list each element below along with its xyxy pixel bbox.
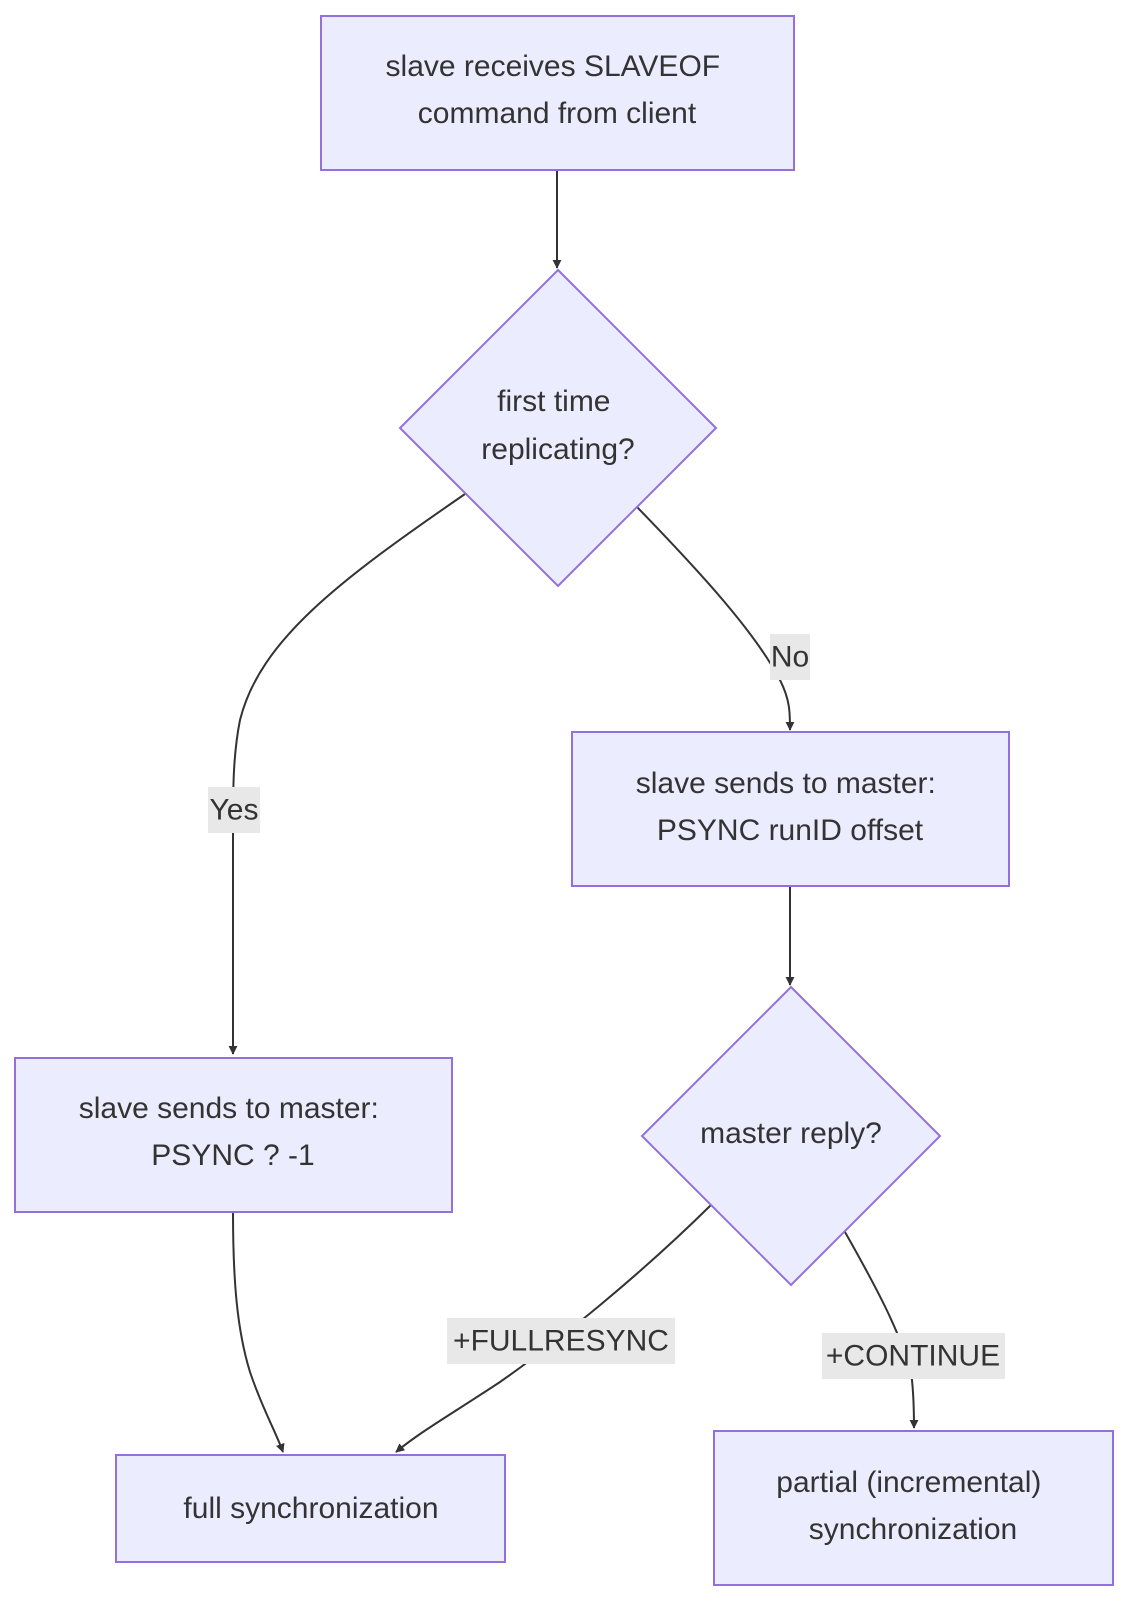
decision-master-reply-line-1: master reply? [700, 1117, 882, 1150]
svg-text:partial (incremental): partial (incremental) synchronization [776, 1466, 1049, 1546]
edge-psync-full-to-full-sync [232, 1211, 285, 1453]
node-psync-full-line-1: slave sends to master: [79, 1092, 379, 1125]
edge-label-fullresync-text: +FULLRESYNC [453, 1325, 669, 1358]
edge-label-yes-text: Yes [210, 794, 259, 827]
node-psync-full-line-2: PSYNC ? -1 [151, 1139, 314, 1172]
node-partial-sync-line-2: synchronization [809, 1513, 1017, 1546]
node-start-line-2: command from client [418, 97, 697, 130]
nodes: slave receives SLAVEOF command from clie… [14, 15, 1114, 1586]
edge-yes [228, 493, 466, 1055]
svg-text:slave receives SLAVEOF: slave receives SLAVEOF command from clie… [386, 50, 729, 130]
edge-fullresync [395, 1204, 712, 1453]
node-partial-sync-line-1: partial (incremental) [776, 1466, 1041, 1499]
edge-label-continue-text: +CONTINUE [826, 1340, 1000, 1373]
node-psync-partial-line-1: slave sends to master: [636, 767, 936, 800]
edge-label-no: No [770, 634, 810, 680]
edge-label-fullresync: +FULLRESYNC [447, 1318, 675, 1364]
decision-first-time: first time replicating? [398, 268, 718, 588]
edge-labels: Yes No +FULLRESYNC +CONTINUE [208, 634, 1005, 1379]
node-psync-partial-line-2: PSYNC runID offset [657, 814, 924, 847]
svg-text:slave sends to master:: slave sends to master: PSYNC ? -1 [79, 1092, 387, 1172]
edge-label-yes: Yes [208, 787, 260, 833]
node-psync-partial: slave sends to master: PSYNC runID offse… [571, 731, 1010, 887]
node-partial-sync: partial (incremental) synchronization [713, 1430, 1114, 1586]
svg-text:master reply?: master reply? [700, 1117, 882, 1150]
svg-text:first time replicating: first time replicating? [481, 385, 634, 466]
node-psync-full: slave sends to master: PSYNC ? -1 [14, 1057, 453, 1213]
node-full-sync-line-1: full synchronization [183, 1492, 438, 1525]
decision-first-time-line-2: replicating? [481, 433, 634, 466]
edge-continue [844, 1231, 919, 1429]
node-start-line-1: slave receives SLAVEOF [386, 50, 721, 83]
decision-master-reply: master reply? [640, 985, 942, 1287]
decision-first-time-line-1: first time [497, 385, 610, 418]
edge-no [636, 506, 795, 731]
svg-text:slave sends to master:: slave sends to master: PSYNC runID offse… [636, 767, 944, 847]
node-start: slave receives SLAVEOF command from clie… [320, 15, 795, 171]
edge-label-no-text: No [771, 641, 809, 674]
edge-label-continue: +CONTINUE [822, 1333, 1005, 1379]
node-full-sync: full synchronization [115, 1454, 506, 1563]
svg-text:full synchronization: full synchronization [183, 1492, 438, 1525]
